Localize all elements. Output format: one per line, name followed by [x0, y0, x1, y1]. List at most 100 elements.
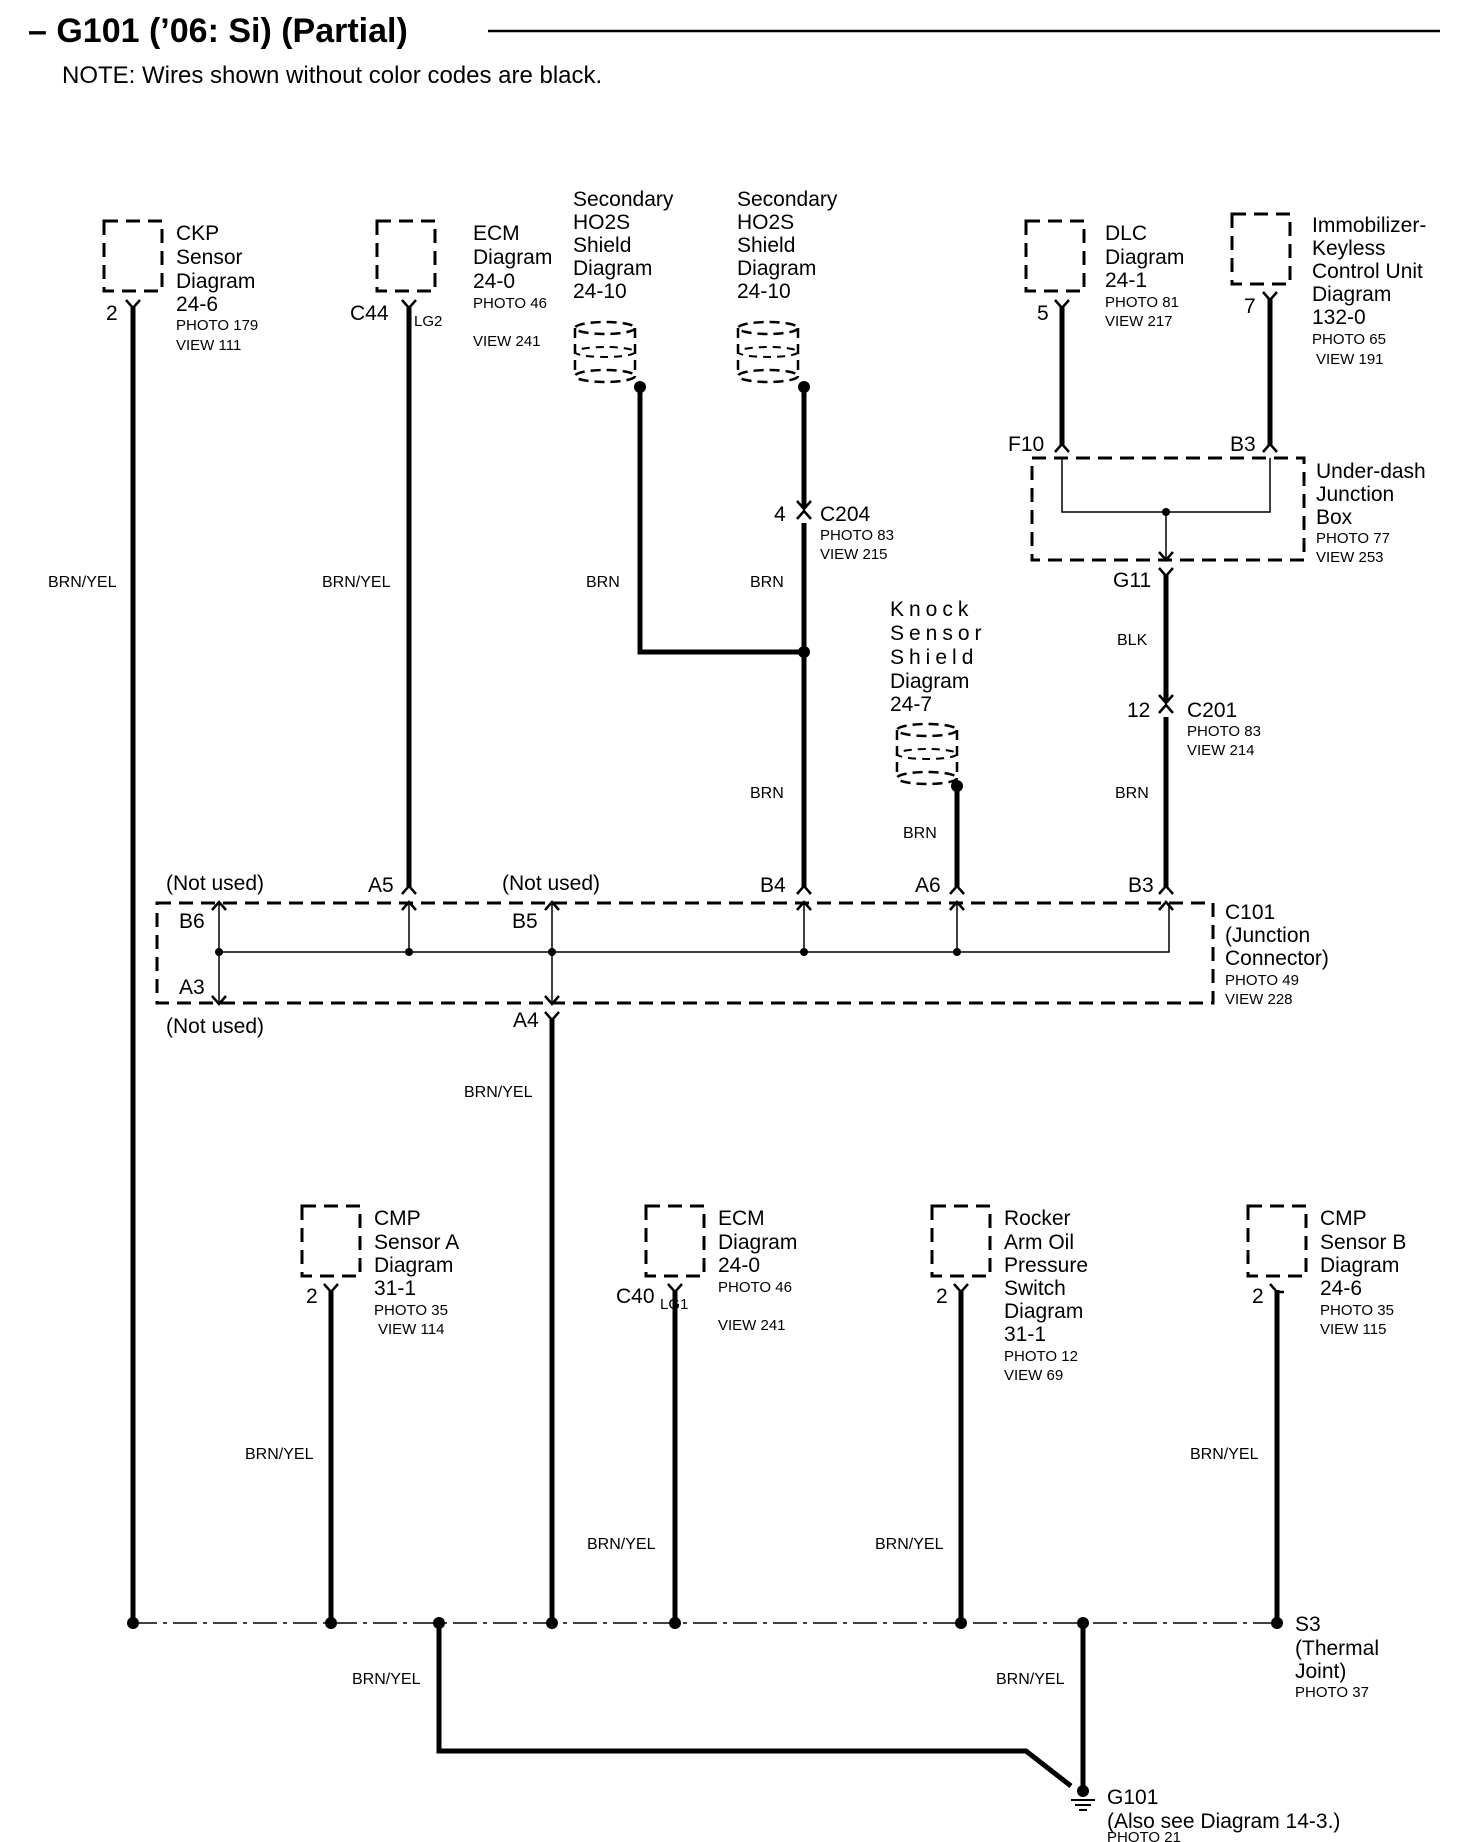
dlc-label: DLC Diagram 24-1 PHOTO 81 VIEW 217 5 [1037, 222, 1184, 330]
svg-text:Diagram: Diagram [718, 1231, 797, 1254]
svg-text:Pressure: Pressure [1004, 1254, 1088, 1277]
svg-text:Shield: Shield [737, 234, 795, 257]
svg-text:Diagram: Diagram [1105, 246, 1184, 269]
svg-text:Keyless: Keyless [1312, 237, 1386, 260]
svg-text:VIEW 114: VIEW 114 [378, 1321, 444, 1338]
svg-text:(Not used): (Not used) [166, 872, 264, 895]
cmp-sensor-b-label: CMP Sensor B Diagram 24-6 PHOTO 35 VIEW … [1252, 1207, 1406, 1338]
ground-icon [1071, 1785, 1095, 1811]
svg-text:BRN/YEL: BRN/YEL [245, 1446, 314, 1463]
svg-text:VIEW 253: VIEW 253 [1316, 549, 1384, 566]
svg-text:PHOTO 49: PHOTO 49 [1225, 972, 1299, 989]
svg-text:(Junction: (Junction [1225, 924, 1310, 947]
svg-text:12: 12 [1127, 699, 1150, 722]
splice-dot [1162, 508, 1170, 516]
splice-dot [951, 780, 963, 792]
svg-text:Diagram: Diagram [1312, 283, 1391, 306]
svg-text:CMP: CMP [374, 1207, 421, 1230]
svg-text:VIEW 115: VIEW 115 [1320, 1321, 1386, 1338]
svg-text:VIEW 217: VIEW 217 [1105, 313, 1173, 330]
c101-pin-labels: (Not used) A5 (Not used) B4 A6 B3 B6 B5 … [166, 872, 1154, 1038]
splice-dot [798, 646, 810, 658]
svg-text:BLK: BLK [1117, 632, 1148, 649]
svg-text:C204: C204 [820, 503, 871, 526]
svg-text:Junction: Junction [1316, 483, 1394, 506]
svg-text:Sensor B: Sensor B [1320, 1231, 1406, 1254]
svg-text:S3: S3 [1295, 1613, 1321, 1636]
svg-text:24-0: 24-0 [718, 1254, 760, 1277]
pin-label: 5 [1037, 302, 1049, 325]
svg-text:BRN/YEL: BRN/YEL [352, 1671, 421, 1688]
svg-text:Knock: Knock [890, 598, 973, 621]
svg-text:31-1: 31-1 [1004, 1323, 1046, 1346]
svg-text:PHOTO 77: PHOTO 77 [1316, 530, 1390, 547]
c101-junction-connector [155, 901, 1215, 1005]
shield-icon [736, 320, 800, 384]
dlc-box [1024, 219, 1086, 293]
splice-dot [405, 948, 413, 956]
svg-text:PHOTO 21: PHOTO 21 [1107, 1829, 1181, 1842]
secondary-ho2s-shield-2-label: Secondary HO2S Shield Diagram 24-10 [737, 188, 838, 303]
c101-internal-bus [218, 903, 1170, 953]
shield-icon [895, 722, 959, 786]
svg-text:Sensor A: Sensor A [374, 1231, 459, 1254]
splice-dot [800, 948, 808, 956]
svg-text:PHOTO 12: PHOTO 12 [1004, 1348, 1078, 1365]
pin-label: G11 [1113, 569, 1151, 592]
wire-color-label: LG2 [414, 313, 442, 330]
secondary-ho2s-shield-1-label: Secondary HO2S Shield Diagram 24-10 [573, 188, 674, 303]
svg-text:24-7: 24-7 [890, 693, 932, 716]
svg-text:PHOTO 65: PHOTO 65 [1312, 331, 1386, 348]
svg-text:A5: A5 [368, 874, 394, 897]
svg-text:A4: A4 [513, 1009, 539, 1032]
svg-text:Secondary: Secondary [573, 188, 674, 211]
svg-text:PHOTO 81: PHOTO 81 [1105, 294, 1179, 311]
svg-text:B4: B4 [760, 874, 786, 897]
ckp-sensor-box [102, 219, 164, 293]
cmp-sensor-b-box [1246, 1204, 1308, 1278]
svg-text:Secondary: Secondary [737, 188, 838, 211]
svg-text:BRN/YEL: BRN/YEL [48, 574, 117, 591]
svg-text:24-6: 24-6 [176, 293, 218, 316]
svg-text:BRN/YEL: BRN/YEL [1190, 1446, 1259, 1463]
svg-text:(Not used): (Not used) [166, 1015, 264, 1038]
pin-label: 7 [1244, 295, 1256, 318]
svg-text:4: 4 [774, 503, 786, 526]
s3-joint-dots [127, 1617, 1283, 1629]
s3-label: S3 (Thermal Joint) PHOTO 37 [1295, 1613, 1379, 1701]
svg-text:24-1: 24-1 [1105, 269, 1147, 292]
svg-text:PHOTO 46: PHOTO 46 [473, 295, 547, 312]
svg-text:Switch: Switch [1004, 1277, 1066, 1300]
note-text: NOTE: Wires shown without color codes ar… [62, 62, 602, 89]
svg-text:BRN: BRN [750, 785, 784, 802]
svg-text:VIEW 241: VIEW 241 [718, 1317, 786, 1334]
pin-label: 2 [936, 1285, 948, 1308]
svg-text:VIEW 241: VIEW 241 [473, 333, 541, 350]
svg-text:(Also see Diagram 14-3.): (Also see Diagram 14-3.) [1107, 1810, 1340, 1833]
svg-text:VIEW 69: VIEW 69 [1004, 1367, 1063, 1384]
svg-text:Box: Box [1316, 506, 1353, 529]
svg-text:A6: A6 [915, 874, 941, 897]
svg-text:BRN: BRN [750, 574, 784, 591]
connector-label: C44 [350, 302, 389, 325]
c101-label: C101 (Junction Connector) PHOTO 49 VIEW … [1225, 901, 1329, 1008]
svg-text:Diagram: Diagram [374, 1254, 453, 1277]
svg-text:BRN: BRN [586, 574, 620, 591]
svg-text:ECM: ECM [473, 222, 520, 245]
svg-text:(Not used): (Not used) [502, 872, 600, 895]
svg-text:PHOTO 35: PHOTO 35 [374, 1302, 448, 1319]
svg-text:PHOTO 37: PHOTO 37 [1295, 1684, 1369, 1701]
rocker-arm-switch-box [930, 1204, 992, 1278]
svg-text:ECM: ECM [718, 1207, 765, 1230]
svg-text:PHOTO 46: PHOTO 46 [718, 1279, 792, 1296]
shield-icon [573, 320, 637, 384]
svg-text:HO2S: HO2S [737, 211, 794, 234]
wire-s3-to-g101-left [436, 1623, 1073, 1788]
svg-text:PHOTO 179: PHOTO 179 [176, 317, 258, 334]
svg-text:Diagram: Diagram [1004, 1300, 1083, 1323]
underdash-label: Under-dash Junction Box PHOTO 77 VIEW 25… [1008, 433, 1426, 592]
cmp-sensor-a-label: CMP Sensor A Diagram 31-1 PHOTO 35 VIEW … [306, 1207, 459, 1338]
ckp-sensor-label: CKP Sensor Diagram 24-6 PHOTO 179 VIEW 1… [106, 222, 258, 354]
svg-text:Diagram: Diagram [176, 270, 255, 293]
